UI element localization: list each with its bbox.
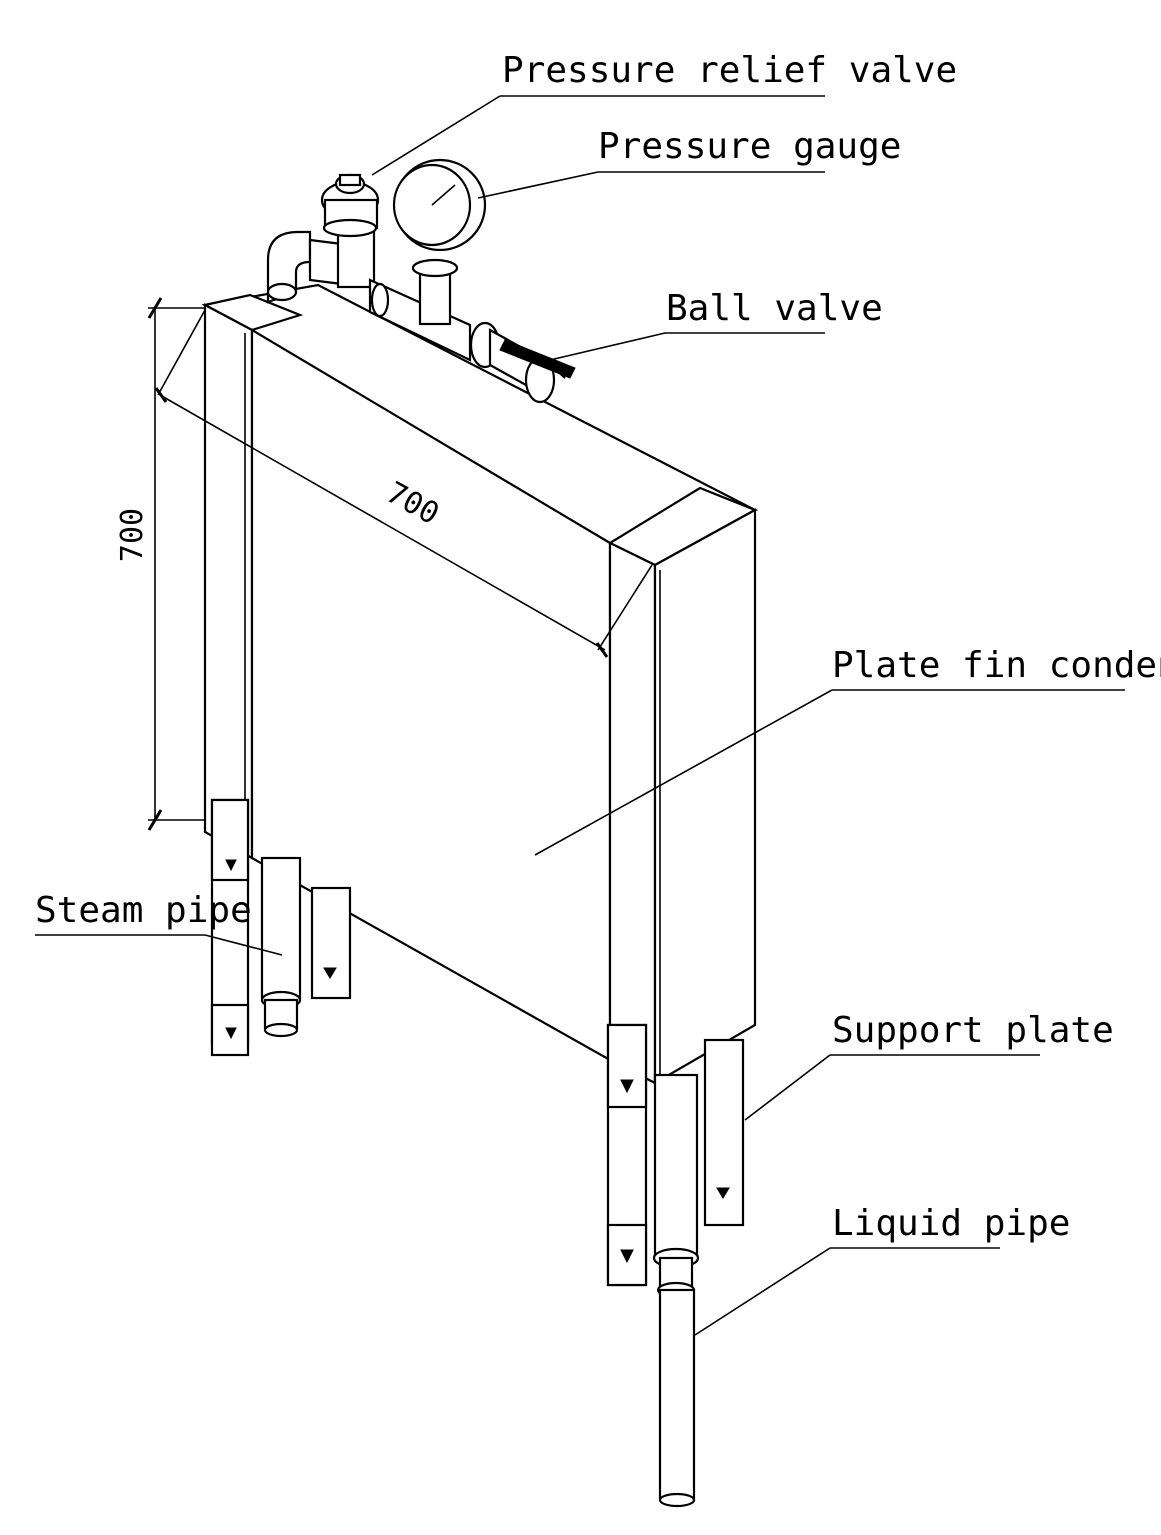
steam-pipe-icon xyxy=(260,856,302,1038)
label-steam-pipe: Steam pipe xyxy=(35,890,252,931)
pressure-gauge-icon xyxy=(392,158,487,252)
top-fittings xyxy=(266,223,576,404)
condenser-body xyxy=(201,283,759,1085)
height-dimension-label: 700 xyxy=(115,508,150,562)
right-rear-support xyxy=(703,1038,745,1227)
label-pressure-gauge: Pressure gauge xyxy=(598,126,901,167)
width-dimension xyxy=(154,309,653,658)
label-liquid-pipe: Liquid pipe xyxy=(832,1203,1070,1244)
left-front-support xyxy=(210,798,250,1057)
left-rear-support xyxy=(310,886,352,1000)
label-ball-valve: Ball valve xyxy=(666,288,883,329)
label-support-plate: Support plate xyxy=(832,1010,1114,1051)
leader-lines xyxy=(35,95,1125,1336)
label-pressure-relief-valve: Pressure relief valve xyxy=(502,50,957,91)
height-dimension xyxy=(147,297,205,831)
liquid-pipe-icon xyxy=(652,1073,700,1508)
right-front-support xyxy=(606,1023,648,1287)
pressure-relief-valve-icon xyxy=(320,173,380,238)
label-plate-fin-condenser: Plate fin condenser xyxy=(832,645,1161,686)
